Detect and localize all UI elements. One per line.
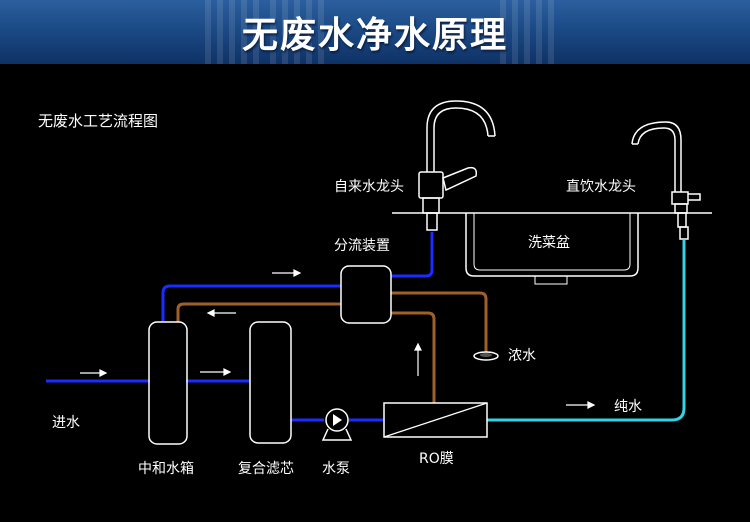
page-title: 无废水净水原理: [241, 15, 508, 56]
tap-faucet-label: 自来水龙头: [334, 179, 404, 195]
tap-faucet-icon: [418, 100, 496, 231]
flow-arrows: [80, 269, 596, 409]
ro-concentrate-pipe: [391, 311, 436, 403]
diverter-to-tank-pipe: [176, 302, 341, 322]
drain-icon: [473, 351, 499, 361]
pump-icon: [321, 408, 353, 441]
banner-stripe: [270, 0, 330, 64]
pump-label: 水泵: [322, 461, 350, 477]
sink-label: 洗菜盆: [528, 235, 570, 251]
banner-stripe: [205, 0, 265, 64]
ro-membrane: [383, 402, 488, 438]
diagram-heading: 无废水工艺流程图: [38, 112, 159, 130]
diverter-box: [340, 265, 392, 324]
drinking-faucet-icon: [631, 121, 701, 240]
ro-membrane-label: RO膜: [419, 451, 454, 467]
title-banner: [0, 0, 750, 64]
diverter-label: 分流装置: [334, 238, 390, 254]
neutral-tank: [148, 321, 188, 445]
concentrate-label: 浓水: [508, 348, 536, 364]
diverter-to-tap-pipe: [391, 232, 434, 278]
raw-water-pipes: [46, 232, 434, 422]
diverter-to-drain-pipe: [391, 291, 488, 352]
composite-filter: [249, 321, 292, 444]
inlet-label: 进水: [52, 415, 80, 431]
pure-water-label: 纯水: [614, 399, 642, 415]
pure-water-pipe: [487, 240, 686, 422]
composite-filter-label: 复合滤芯: [238, 461, 294, 477]
drinking-faucet-label: 直饮水龙头: [566, 179, 636, 195]
concentrate-pipes: [176, 291, 488, 403]
banner-stripe: [500, 0, 560, 64]
neutral-tank-label: 中和水箱: [138, 461, 194, 477]
sink-drain: [534, 275, 568, 285]
tank-to-diverter-pipe: [161, 284, 341, 322]
sink-inner-wall: [473, 213, 631, 271]
